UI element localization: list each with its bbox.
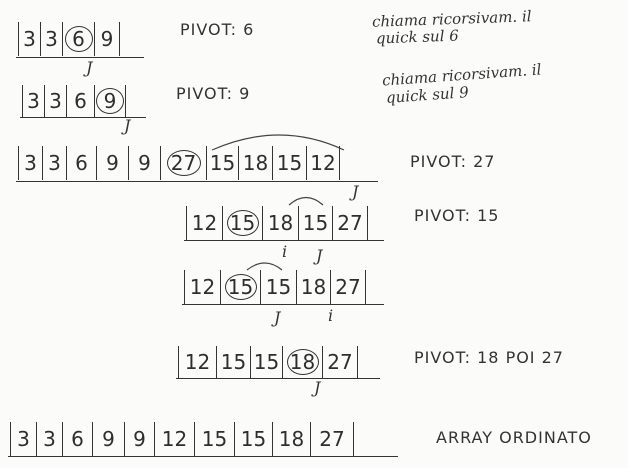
swap-arrow-15-15 xyxy=(246,262,283,271)
cell: 27 xyxy=(332,206,368,240)
pivot-circle xyxy=(226,210,259,236)
array-underline xyxy=(16,181,378,182)
array-underline xyxy=(16,57,144,58)
cell: 3 xyxy=(22,85,44,117)
cell-circled: 6 xyxy=(62,22,94,56)
cell: 18 xyxy=(296,270,330,304)
array-underline xyxy=(182,304,384,305)
note-2-line-2: quick sul 9 xyxy=(385,83,470,107)
pivot-label-4: PIVOT: 15 xyxy=(414,206,500,225)
cell: 3 xyxy=(40,22,62,56)
array-underline xyxy=(176,378,380,379)
cell: 15 xyxy=(272,146,306,180)
cell: 18 xyxy=(238,146,272,180)
cell: 12 xyxy=(154,422,194,456)
cell: 15 xyxy=(298,206,332,240)
cell: 3 xyxy=(42,146,66,180)
cell: 15 xyxy=(194,422,234,456)
cell: 12 xyxy=(178,346,216,378)
cell: 18 xyxy=(262,206,298,240)
pivot-label-3: PIVOT: 27 xyxy=(410,152,496,171)
cell: 15 xyxy=(250,346,282,378)
pointer-j: J xyxy=(86,58,93,77)
cell-circled: 15 xyxy=(222,206,262,240)
cell: 3 xyxy=(18,22,40,56)
cell: 6 xyxy=(66,85,94,117)
cell: 15 xyxy=(234,422,272,456)
pivot-label-1: PIVOT: 6 xyxy=(180,20,255,39)
note-1-line-2: quick sul 6 xyxy=(375,26,460,48)
pointer-j: J xyxy=(316,246,323,265)
cell: 6 xyxy=(62,422,92,456)
cell-circled: 18 xyxy=(282,346,322,378)
cell: 12 xyxy=(186,206,222,240)
pointer-i: i xyxy=(328,306,334,325)
cell: 12 xyxy=(184,270,220,304)
cell: 9 xyxy=(92,422,124,456)
cell: 9 xyxy=(96,146,128,180)
array-row-3: 3 3 6 9 9 27 15 18 15 12 xyxy=(18,146,340,180)
swap-arrow-18-15 xyxy=(288,196,324,206)
cell: 9 xyxy=(124,422,154,456)
pointer-j: J xyxy=(314,378,321,397)
array-underline xyxy=(20,117,146,118)
cell: 27 xyxy=(330,270,366,304)
pivot-circle xyxy=(96,88,124,114)
cell: 27 xyxy=(322,346,358,378)
pivot-circle xyxy=(286,349,319,375)
array-underline xyxy=(8,456,398,457)
cell: 27 xyxy=(310,422,354,456)
cell: 18 xyxy=(272,422,310,456)
pivot-circle xyxy=(64,26,93,52)
cell: 3 xyxy=(18,146,42,180)
array-row-5: 12 15 15 18 27 xyxy=(184,270,366,304)
cell-circled: 15 xyxy=(220,270,260,304)
cell: 9 xyxy=(128,146,160,180)
array-row-1: 3 3 6 9 xyxy=(18,22,120,56)
cell: 9 xyxy=(94,22,120,56)
pivot-circle xyxy=(224,274,257,300)
array-underline xyxy=(184,240,384,241)
sorted-array-row: 3 3 6 9 9 12 15 15 18 27 xyxy=(10,422,354,456)
pointer-j: J xyxy=(352,182,359,201)
cell: 3 xyxy=(44,85,66,117)
array-row-6: 12 15 15 18 27 xyxy=(178,346,358,378)
cell-circled: 9 xyxy=(94,85,126,117)
cell: 6 xyxy=(66,146,96,180)
pivot-label-2: PIVOT: 9 xyxy=(176,84,251,103)
cell: 15 xyxy=(260,270,296,304)
cell: 3 xyxy=(36,422,62,456)
pointer-i: i xyxy=(282,242,288,261)
sorted-label: ARRAY ORDINATO xyxy=(436,428,592,447)
pivot-label-5: PIVOT: 18 POI 27 xyxy=(414,348,564,367)
cell: 3 xyxy=(10,422,36,456)
pivot-circle xyxy=(166,150,201,176)
cell: 15 xyxy=(216,346,250,378)
cell-circled: 27 xyxy=(160,146,206,180)
pointer-j: J xyxy=(124,116,131,135)
array-row-2: 3 3 6 9 xyxy=(22,85,126,117)
array-row-4: 12 15 18 15 27 xyxy=(186,206,368,240)
cell: 12 xyxy=(306,146,340,180)
cell: 15 xyxy=(206,146,238,180)
pointer-j: J xyxy=(274,308,281,327)
